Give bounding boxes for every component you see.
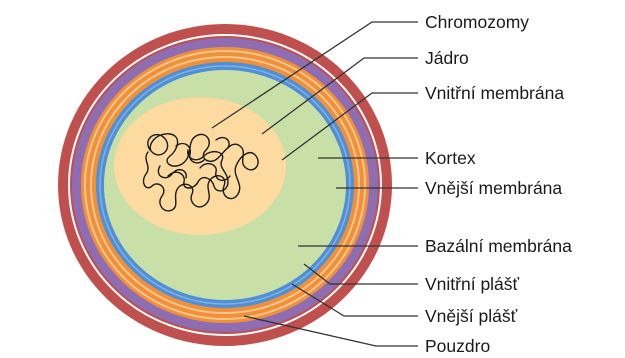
label-outer-membrane: Vnější membrána bbox=[425, 178, 562, 198]
label-inner-membrane: Vnitřní membrána bbox=[425, 83, 564, 103]
labels: Chromozomy Jádro Vnitřní membrána Kortex… bbox=[425, 12, 572, 356]
nucleus-layer bbox=[114, 97, 286, 235]
label-chromosomes: Chromozomy bbox=[425, 12, 529, 32]
label-cortex: Kortex bbox=[425, 148, 476, 168]
label-basal-membrane: Bazální membrána bbox=[425, 236, 572, 256]
label-nucleus: Jádro bbox=[425, 48, 469, 68]
label-capsule: Pouzdro bbox=[425, 336, 490, 356]
label-outer-sheath: Vnější plášť bbox=[425, 306, 518, 326]
label-inner-sheath: Vnitřní plášť bbox=[425, 274, 520, 294]
